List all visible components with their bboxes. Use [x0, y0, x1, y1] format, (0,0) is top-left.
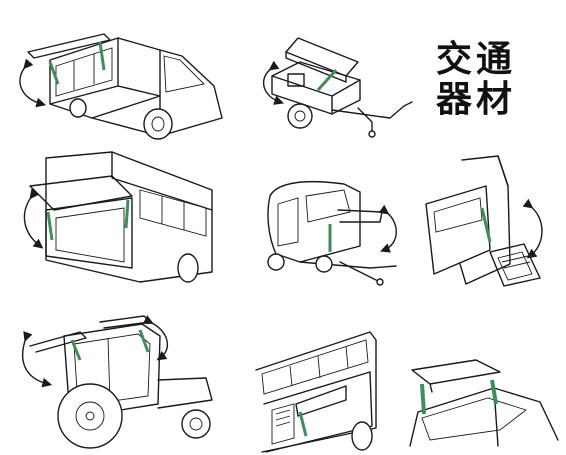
- trailer-illustration: [262, 37, 413, 138]
- title-line-1: 交通: [436, 39, 517, 80]
- title-line-2: 器材: [436, 79, 517, 120]
- food-truck-illustration: [19, 33, 223, 140]
- gas-strut-icon: [48, 61, 60, 85]
- coach-side-hatch-illustration: [255, 331, 377, 453]
- van-rear-door-illustration: [425, 155, 543, 287]
- bus-illustration: [23, 151, 213, 283]
- car-tailgate-illustration: [409, 359, 559, 447]
- caravan-illustration: [267, 180, 397, 286]
- tractor-illustration: [22, 315, 213, 449]
